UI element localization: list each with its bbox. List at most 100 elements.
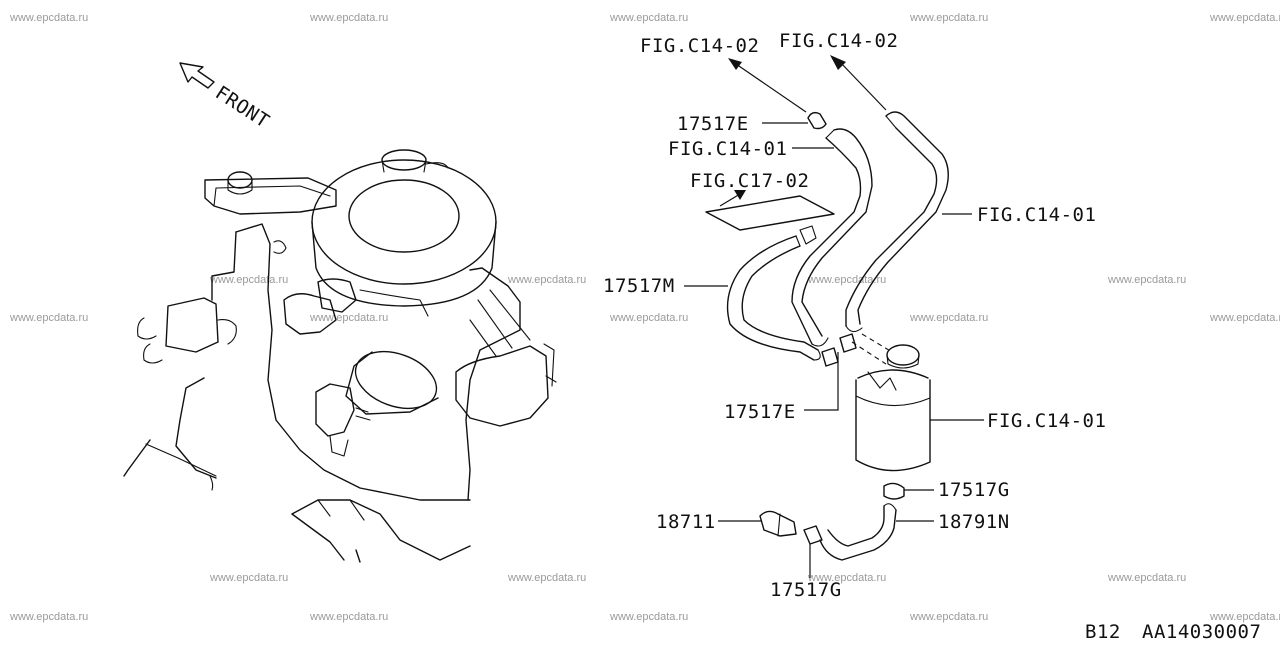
callout-part-17517e-bottom[interactable]: 17517E bbox=[724, 401, 796, 423]
air-cleaner-lid bbox=[348, 179, 460, 253]
watermark: www.epcdata.ru bbox=[209, 274, 288, 286]
hose-stub-1 bbox=[137, 317, 157, 340]
hose-18791n-inner bbox=[827, 505, 885, 547]
watermark: www.epcdata.ru bbox=[309, 312, 388, 324]
engine-bracket bbox=[204, 177, 337, 215]
oil-filter-body bbox=[345, 351, 439, 415]
clip-17517e-bottom-a-icon bbox=[821, 347, 839, 367]
oil-pan-ribs bbox=[317, 499, 365, 521]
front-indicator: FRONT bbox=[179, 62, 273, 133]
callout-part-17517m[interactable]: 17517M bbox=[603, 275, 675, 297]
callout-fig-c14-01-c[interactable]: FIG.C14-01 bbox=[987, 410, 1106, 432]
callout-fig-c14-02-a[interactable]: FIG.C14-02 bbox=[640, 35, 759, 57]
engine-block-right bbox=[465, 267, 521, 501]
leader-17517e-bottom bbox=[804, 352, 839, 411]
hose-right-end bbox=[845, 325, 863, 333]
watermark: www.epcdata.ru bbox=[909, 312, 988, 324]
air-cleaner-body bbox=[311, 221, 497, 307]
oil-pan bbox=[291, 499, 471, 561]
watermark: www.epcdata.ru bbox=[9, 312, 88, 324]
hose-middle-cap bbox=[825, 129, 835, 139]
canister-band bbox=[855, 395, 931, 407]
watermark: www.epcdata.ru bbox=[309, 12, 388, 24]
valve-18711-ridge bbox=[777, 513, 781, 537]
watermark: www.epcdata.ru bbox=[309, 611, 388, 623]
reference-arrows bbox=[719, 55, 887, 207]
canister-body bbox=[855, 379, 931, 472]
canister-cap bbox=[886, 344, 920, 366]
air-cleaner-tab bbox=[425, 162, 449, 169]
charcoal-canister bbox=[855, 344, 931, 472]
canister-bracket bbox=[867, 371, 897, 391]
air-cleaner-outer bbox=[311, 159, 497, 285]
hose-stub-2 bbox=[143, 343, 163, 364]
arrow-head-fig-c17-02 bbox=[734, 190, 746, 200]
clip-17517g-top-icon bbox=[883, 482, 905, 500]
watermark: www.epcdata.ru bbox=[609, 611, 688, 623]
intake-fitting bbox=[165, 297, 219, 353]
hose-17517m-inner bbox=[741, 245, 819, 351]
carburetor-top bbox=[317, 278, 357, 313]
callout-fig-c14-01-b[interactable]: FIG.C14-01 bbox=[977, 204, 1096, 226]
distributor bbox=[315, 383, 355, 437]
footer-model-code: B12 bbox=[1085, 621, 1121, 640]
watermark: www.epcdata.ru bbox=[609, 312, 688, 324]
engine-manifold-lines bbox=[469, 289, 531, 357]
callout-part-17517e-top[interactable]: 17517E bbox=[677, 113, 749, 135]
arrow-head-fig-c14-02-b bbox=[830, 55, 846, 70]
callout-fig-c14-01-a[interactable]: FIG.C14-01 bbox=[668, 138, 787, 160]
hose-middle-inner bbox=[791, 137, 862, 345]
front-label: FRONT bbox=[211, 82, 273, 133]
watermark: www.epcdata.ru bbox=[507, 572, 586, 584]
callout-fig-c14-02-b[interactable]: FIG.C14-02 bbox=[779, 30, 898, 52]
watermark: www.epcdata.ru bbox=[209, 572, 288, 584]
hose-right-inner bbox=[845, 127, 938, 327]
watermark: www.epcdata.ru bbox=[1107, 572, 1186, 584]
watermark: www.epcdata.ru bbox=[909, 611, 988, 623]
clip-17517g-bottom-icon bbox=[803, 525, 823, 545]
watermark: www.epcdata.ru bbox=[609, 12, 688, 24]
canister-top bbox=[857, 369, 929, 379]
callout-part-18711[interactable]: 18711 bbox=[656, 511, 716, 533]
footer-diagram-code: AA14030007 bbox=[1142, 621, 1261, 640]
engine-bracket-edge bbox=[213, 185, 331, 207]
hose-17517m-outer bbox=[726, 235, 815, 361]
hose-17517m-cap-bottom bbox=[813, 349, 821, 361]
hose-connection-dashes bbox=[851, 333, 893, 365]
clip-17517e-bottom-b-icon bbox=[839, 333, 857, 353]
carburetor bbox=[283, 293, 337, 335]
hose-right-outer bbox=[857, 111, 949, 325]
distributor-terminal bbox=[355, 407, 371, 421]
hose-18791n-outer bbox=[819, 509, 897, 561]
engine-cap-side bbox=[227, 179, 253, 195]
watermark: www.epcdata.ru bbox=[1209, 611, 1280, 623]
callout-fig-c17-02[interactable]: FIG.C17-02 bbox=[690, 170, 809, 192]
watermark: www.epcdata.ru bbox=[909, 12, 988, 24]
canister-cap-side bbox=[886, 354, 920, 369]
evap-hose-assembly bbox=[705, 111, 949, 561]
front-arrow-icon bbox=[179, 62, 215, 89]
watermark: www.epcdata.ru bbox=[807, 572, 886, 584]
engine-block-outline bbox=[235, 223, 471, 501]
watermark-layer: www.epcdata.ru www.epcdata.ru www.epcdat… bbox=[9, 12, 1280, 623]
alternator bbox=[455, 345, 549, 427]
engine-mount-bracket bbox=[123, 439, 151, 477]
callout-labels: FIG.C14-02 FIG.C14-02 17517E FIG.C14-01 … bbox=[603, 30, 1106, 601]
callout-part-17517g-top[interactable]: 17517G bbox=[938, 479, 1010, 501]
callout-part-17517g-bottom[interactable]: 17517G bbox=[770, 579, 842, 601]
alternator-bracket bbox=[543, 343, 557, 387]
distributor-shaft bbox=[329, 435, 349, 457]
hose-17517m-cap-top bbox=[795, 235, 801, 247]
callout-part-18791n[interactable]: 18791N bbox=[938, 511, 1010, 533]
hose-middle-end bbox=[811, 337, 829, 347]
arrow-line-fig-c17-02 bbox=[719, 193, 741, 207]
hose-18791n-cap bbox=[883, 503, 897, 511]
oil-pan-bottom bbox=[291, 513, 361, 563]
arrow-line-fig-c14-02-a bbox=[735, 63, 807, 113]
clip-17517m-icon bbox=[799, 225, 817, 245]
air-cleaner-nut-side bbox=[381, 159, 427, 173]
clip-17517e-top-icon bbox=[807, 111, 827, 130]
engine-bolt bbox=[209, 475, 214, 491]
